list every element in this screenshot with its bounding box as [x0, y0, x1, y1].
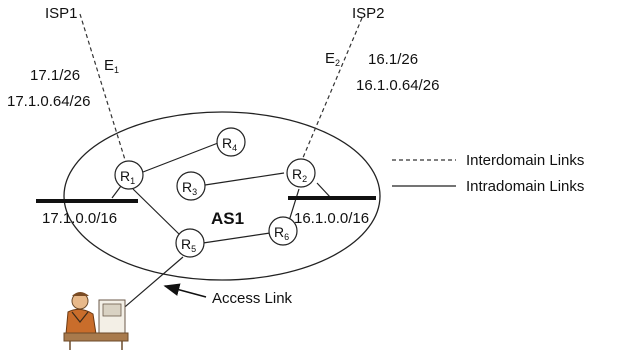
edge-e1-letter: E [104, 57, 114, 74]
router-r5: R5 [175, 228, 205, 258]
access-link-label: Access Link [212, 290, 293, 307]
isp2-prefix-1: 16.1/26 [368, 51, 418, 68]
router-r5-letter: R [181, 236, 191, 252]
isp1-prefix-1: 17.1/26 [30, 67, 80, 84]
router-r2-subscript: 2 [302, 174, 307, 184]
router-r4-subscript: 4 [232, 143, 237, 153]
as-boundary [63, 111, 381, 281]
isp1-label: ISP1 [45, 5, 78, 22]
svg-text:R2: R2 [292, 166, 307, 184]
router-r5-subscript: 5 [191, 244, 196, 254]
intradomain-links [111, 142, 332, 244]
lan-left-label: 17.1.0.0/16 [42, 210, 117, 227]
svg-text:R6: R6 [274, 224, 289, 242]
router-r6-letter: R [274, 224, 284, 240]
router-r2-letter: R [292, 166, 302, 182]
svg-text:R1: R1 [120, 168, 135, 186]
as-label: AS1 [211, 209, 244, 228]
router-r1: R1 [114, 160, 144, 190]
isp1-prefix-2: 17.1.0.64/26 [7, 93, 90, 110]
lan-right-label: 16.1.0.0/16 [294, 210, 369, 227]
isp2-label: ISP2 [352, 5, 385, 22]
interdomain-link-isp1 [79, 13, 127, 164]
host-user-icon [63, 292, 129, 350]
edge-e2-subscript: 2 [335, 58, 340, 68]
router-r3: R3 [176, 171, 206, 201]
edge-e1-subscript: 1 [114, 65, 119, 75]
router-r6-subscript: 6 [284, 232, 289, 242]
svg-text:R4: R4 [222, 135, 237, 153]
router-r4-letter: R [222, 135, 232, 151]
legend-intradomain-label: Intradomain Links [466, 178, 584, 195]
router-r1-subscript: 1 [130, 176, 135, 186]
access-link-arrow [163, 283, 207, 298]
router-r6: R6 [268, 216, 298, 246]
isp2-prefix-2: 16.1.0.64/26 [356, 77, 439, 94]
edge-label-e1: E1 [104, 57, 119, 75]
svg-text:R5: R5 [181, 236, 196, 254]
svg-text:R3: R3 [182, 179, 197, 197]
legend-interdomain-label: Interdomain Links [466, 152, 584, 169]
edge-label-e2: E2 [325, 50, 340, 68]
router-r2: R2 [286, 158, 316, 188]
router-r3-letter: R [182, 179, 192, 195]
edge-e2-letter: E [325, 50, 335, 67]
router-r1-letter: R [120, 168, 130, 184]
legend: Interdomain Links Intradomain Links [392, 152, 584, 195]
router-r4: R4 [216, 127, 246, 157]
interdomain-link-isp2 [301, 17, 363, 161]
router-r3-subscript: 3 [192, 187, 197, 197]
